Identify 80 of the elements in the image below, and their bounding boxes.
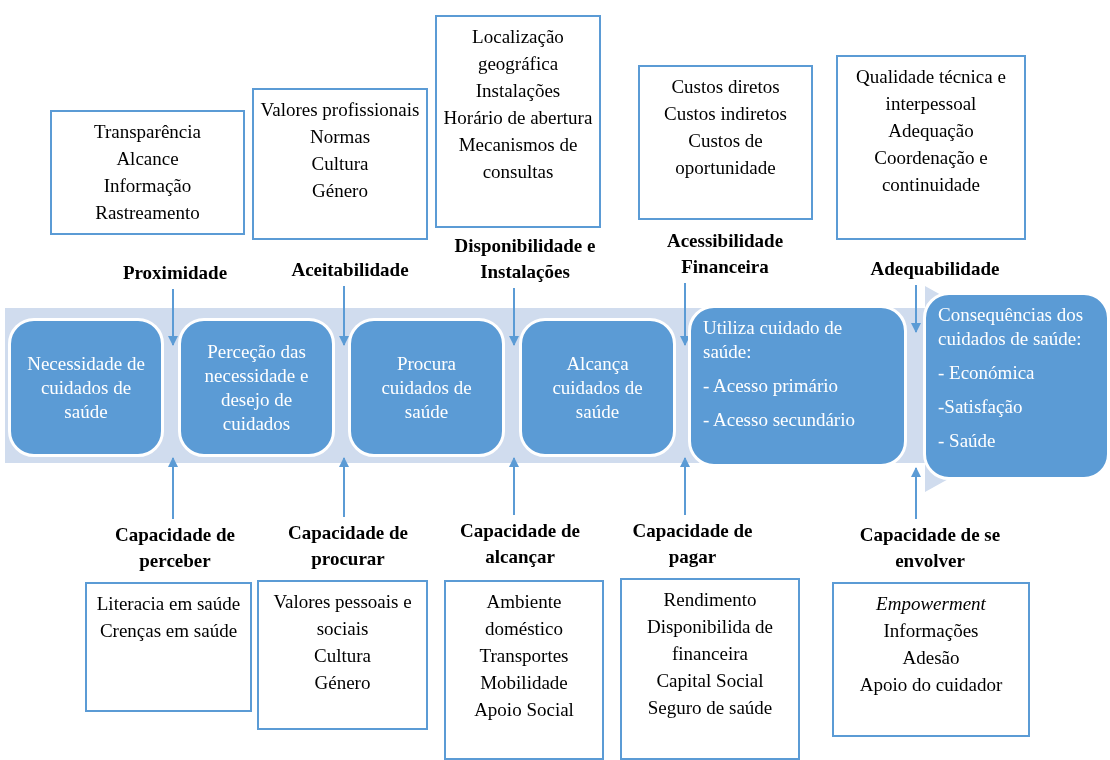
list-item: Ambiente doméstico — [483, 590, 565, 641]
dimension-label: Capacidade de alcançar — [450, 518, 590, 570]
list-item: Coordenação e continuidade — [873, 146, 989, 197]
dimension-label: Proximidade — [90, 260, 260, 286]
step-text: Consequências dos cuidados de saúde: — [938, 303, 1085, 351]
list-item: Valores profissionais — [260, 98, 420, 122]
list-item: Informação — [103, 174, 192, 198]
list-item: Informações — [883, 619, 979, 643]
arrow — [911, 284, 921, 333]
arrow — [680, 282, 690, 346]
list-item: Cultura — [314, 644, 371, 668]
arrow — [168, 288, 178, 346]
process-step-box — [178, 318, 335, 457]
list-item: Apoio Social — [474, 698, 574, 722]
process-step-box — [923, 292, 1110, 480]
arrow — [911, 467, 921, 520]
list-item: Instalações — [475, 79, 561, 103]
factor-list-box — [50, 110, 245, 235]
step-text: - Acesso secundário — [703, 408, 855, 432]
step-text: Necessidade de cuidados de saúde — [26, 351, 146, 424]
arrow — [339, 285, 349, 346]
list-item: Custos indiretos — [664, 102, 787, 126]
step-text: Alcança cuidados de saúde — [551, 351, 644, 424]
list-item: Qualidade técnica e interpessoal — [855, 65, 1007, 116]
arrow — [509, 457, 519, 516]
list-item: Literacia em saúde — [96, 592, 241, 616]
step-text: - Saúde — [938, 429, 996, 453]
step-text: Perceção das necessidade e desejo de cuidados — [203, 339, 310, 436]
list-item: Mobilidade — [480, 671, 568, 695]
factor-list-box — [832, 582, 1030, 737]
list-item: Transportes — [479, 644, 569, 668]
arrow — [509, 287, 519, 346]
list-item: Adequação — [888, 119, 974, 143]
list-item: Localização geográfica — [471, 25, 565, 76]
dimension-label: Acessibilidade Financeira — [625, 228, 825, 280]
step-text: Procura cuidados de saúde — [380, 351, 473, 424]
list-item: Disponibilida de financeira — [645, 615, 775, 666]
list-item: Rastreamento — [95, 201, 200, 225]
list-item: Crenças em saúde — [99, 619, 238, 643]
factor-list-box — [444, 580, 604, 760]
factor-list-box — [435, 15, 601, 228]
list-item: Capital Social — [656, 669, 764, 693]
list-item: Apoio do cuidador — [859, 673, 1003, 697]
factor-list-box — [85, 582, 252, 712]
step-text: - Acesso primário — [703, 374, 839, 398]
list-item: Normas — [309, 125, 371, 149]
list-item: Rendimento — [663, 588, 757, 612]
factor-list-box — [252, 88, 428, 240]
list-item: Cultura — [311, 152, 369, 176]
list-item: Empowerment — [876, 592, 986, 616]
list-item: Género — [312, 179, 368, 203]
list-item: Valores pessoais e sociais — [272, 590, 413, 641]
list-item: Mecanismos de consultas — [457, 133, 579, 184]
list-item: Horário de abertura — [443, 106, 593, 130]
process-step-box — [8, 318, 164, 457]
list-item: Alcance — [116, 147, 179, 171]
step-text: - Económica — [938, 361, 1035, 385]
list-item: Custos diretos — [671, 75, 780, 99]
arrow — [680, 457, 690, 516]
arrow — [339, 457, 349, 518]
list-item: Transparência — [94, 120, 201, 144]
arrow — [168, 457, 178, 520]
list-item: Custos de oportunidade — [674, 129, 777, 180]
process-step-box — [688, 305, 907, 467]
dimension-label: Capacidade de perceber — [105, 522, 245, 574]
list-item: Seguro de saúde — [647, 696, 773, 720]
factor-list-box — [836, 55, 1026, 240]
factor-list-box — [257, 580, 428, 730]
factor-list-box — [638, 65, 813, 220]
list-item: Adesão — [902, 646, 960, 670]
step-text: Utiliza cuidado de saúde: — [703, 316, 844, 364]
process-step-box — [348, 318, 505, 457]
factor-list-box — [620, 578, 800, 760]
dimension-label: Capacidade de se envolver — [850, 522, 1010, 574]
dimension-label: Adequabilidade — [840, 256, 1030, 282]
step-text: -Satisfação — [938, 395, 1023, 419]
dimension-label: Capacidade de procurar — [278, 520, 418, 572]
list-item: Género — [314, 671, 371, 695]
dimension-label: Capacidade de pagar — [625, 518, 760, 570]
process-step-box — [519, 318, 676, 457]
